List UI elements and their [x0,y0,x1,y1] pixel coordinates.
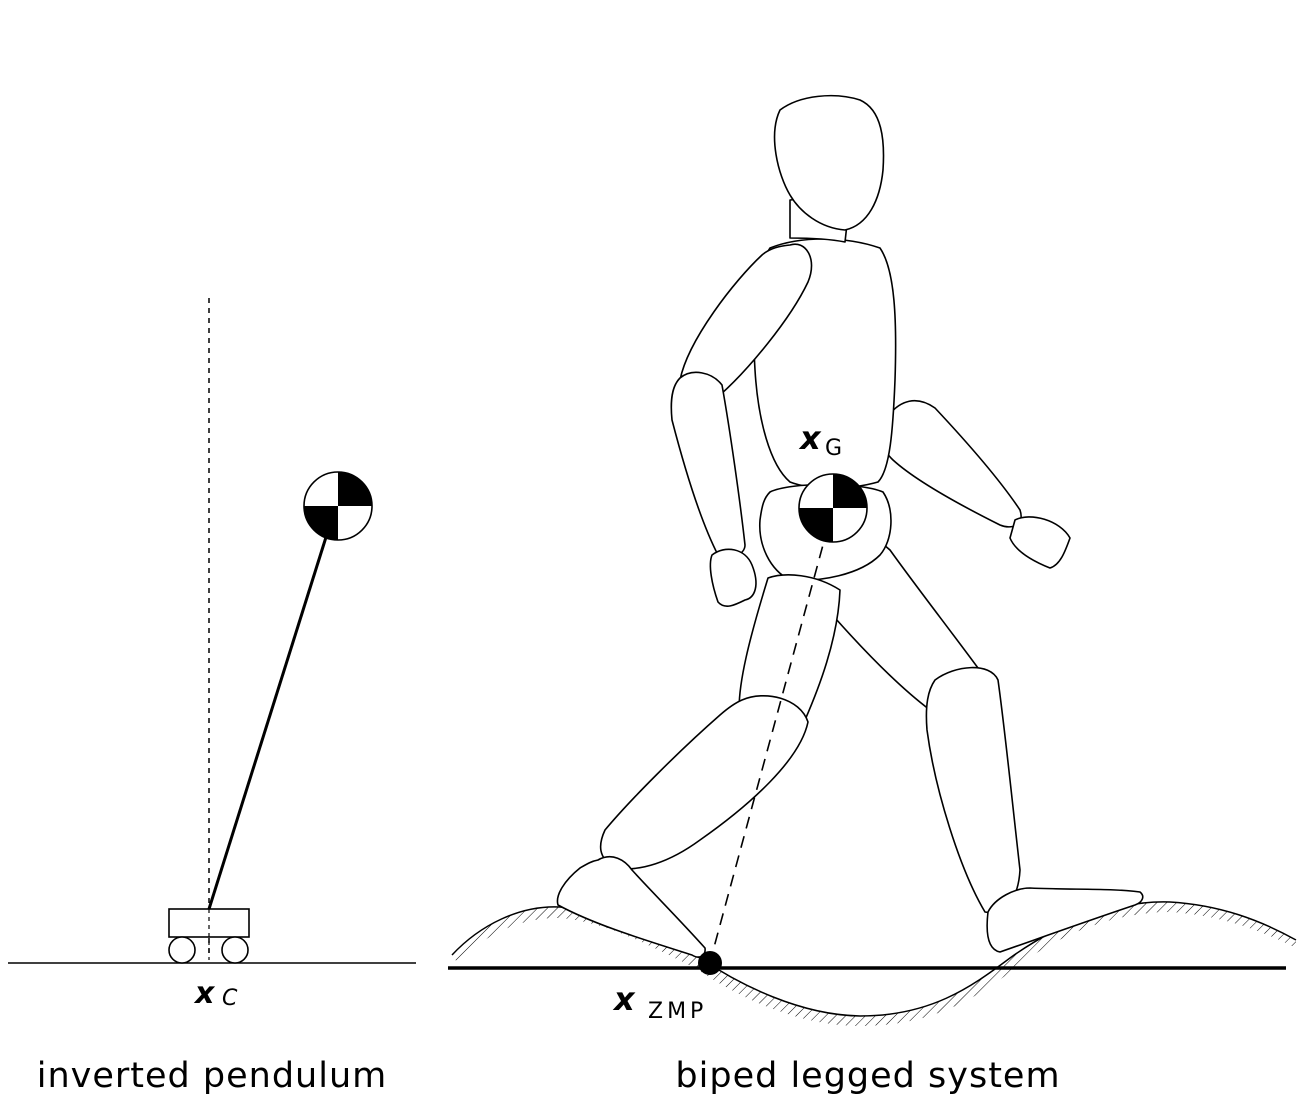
zmp-label-sub: ZMP [648,999,707,1024]
right-shin [925,666,1021,914]
terrain-hatching [452,901,1296,1026]
inverted-pendulum: x C inverted pendulum [8,298,416,1096]
left-forearm [670,371,746,558]
zmp-point [698,951,722,975]
cart-body [168,908,250,938]
right-upper-arm [880,400,1022,528]
cog-label-sub: G [825,436,842,461]
cart-position-label-sub: C [222,986,238,1011]
cart-wheel-left [168,936,196,964]
head [773,94,885,231]
pendulum-mass-cog-marker [303,471,373,541]
left-hand [709,548,757,607]
cart-wheel-right [221,936,249,964]
cog-marker [798,473,868,543]
right-hand [1009,516,1071,569]
right-foot [986,887,1144,953]
zmp-label-main: x [612,980,636,1018]
biped-caption: biped legged system [675,1056,1060,1096]
biped-system: x G x ZMP biped legged system [448,94,1297,1096]
pendulum-caption: inverted pendulum [37,1056,387,1096]
cog-label-main: x [798,419,822,457]
cart-position-label-main: x [193,976,216,1011]
cog-to-zmp-line [709,507,834,963]
left-foot [556,855,706,958]
left-shin [599,695,809,870]
pendulum-rod [207,533,329,910]
